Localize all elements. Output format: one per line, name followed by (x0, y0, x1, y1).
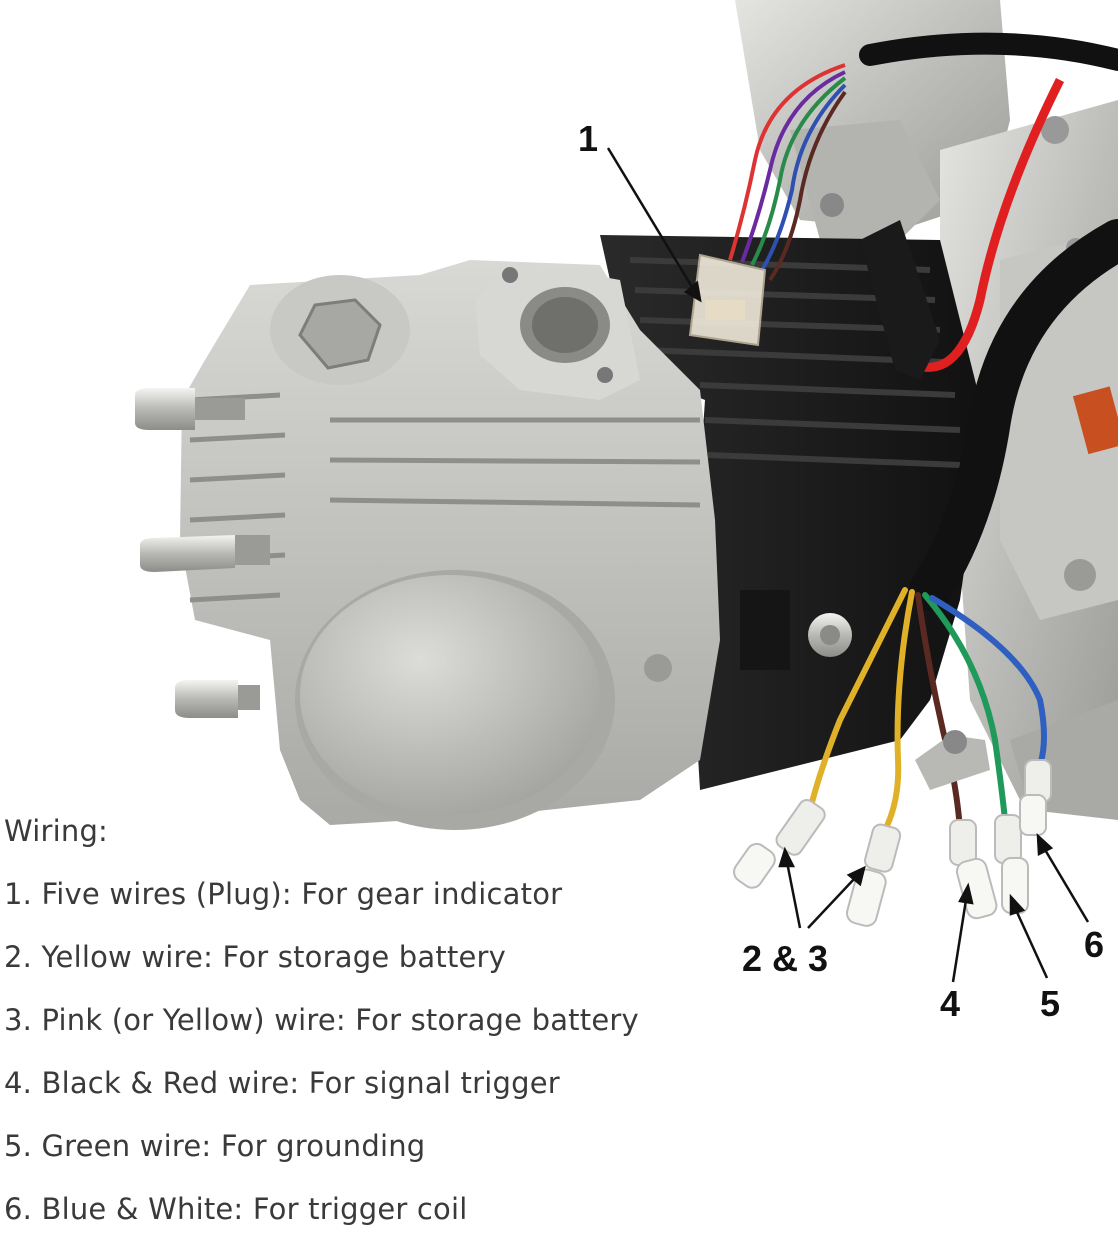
cylinder-head (180, 260, 720, 830)
cap-nut-top (135, 388, 245, 430)
black-plug-boot (860, 220, 940, 380)
red-wire (913, 77, 1065, 372)
callout-4: 4 (940, 983, 961, 1024)
callout-2-and-3: 2 & 3 (742, 938, 829, 979)
legend-item: 5. Green wire: For grounding (4, 1129, 426, 1163)
legend-heading: Wiring: (4, 814, 109, 848)
legend-item: 1. Five wires (Plug): For gear indicator (4, 877, 563, 911)
legend-item: 2. Yellow wire: For storage battery (4, 940, 507, 974)
wire-terminals (733, 759, 1052, 927)
cap-nut-bottom (175, 680, 260, 718)
five-wire-bundle (728, 63, 847, 282)
callout-arrows (606, 147, 1090, 983)
legend-item: 4. Black & Red wire: For signal trigger (4, 1066, 560, 1100)
legend-item: 3. Pink (or Yellow) wire: For storage ba… (4, 1003, 639, 1037)
callout-6: 6 (1084, 924, 1105, 965)
plug-connector (688, 253, 767, 347)
callout-5: 5 (1040, 983, 1061, 1024)
bracket-bolt (915, 730, 990, 790)
wiring-legend: Wiring: 1. Five wires (Plug): For gear i… (4, 800, 639, 1241)
cap-nut-middle (140, 535, 270, 572)
legend-item: 6. Blue & White: For trigger coil (4, 1192, 468, 1226)
callout-1: 1 (578, 118, 599, 159)
lower-wires (807, 587, 1047, 833)
cable-sleeve (859, 32, 1118, 611)
